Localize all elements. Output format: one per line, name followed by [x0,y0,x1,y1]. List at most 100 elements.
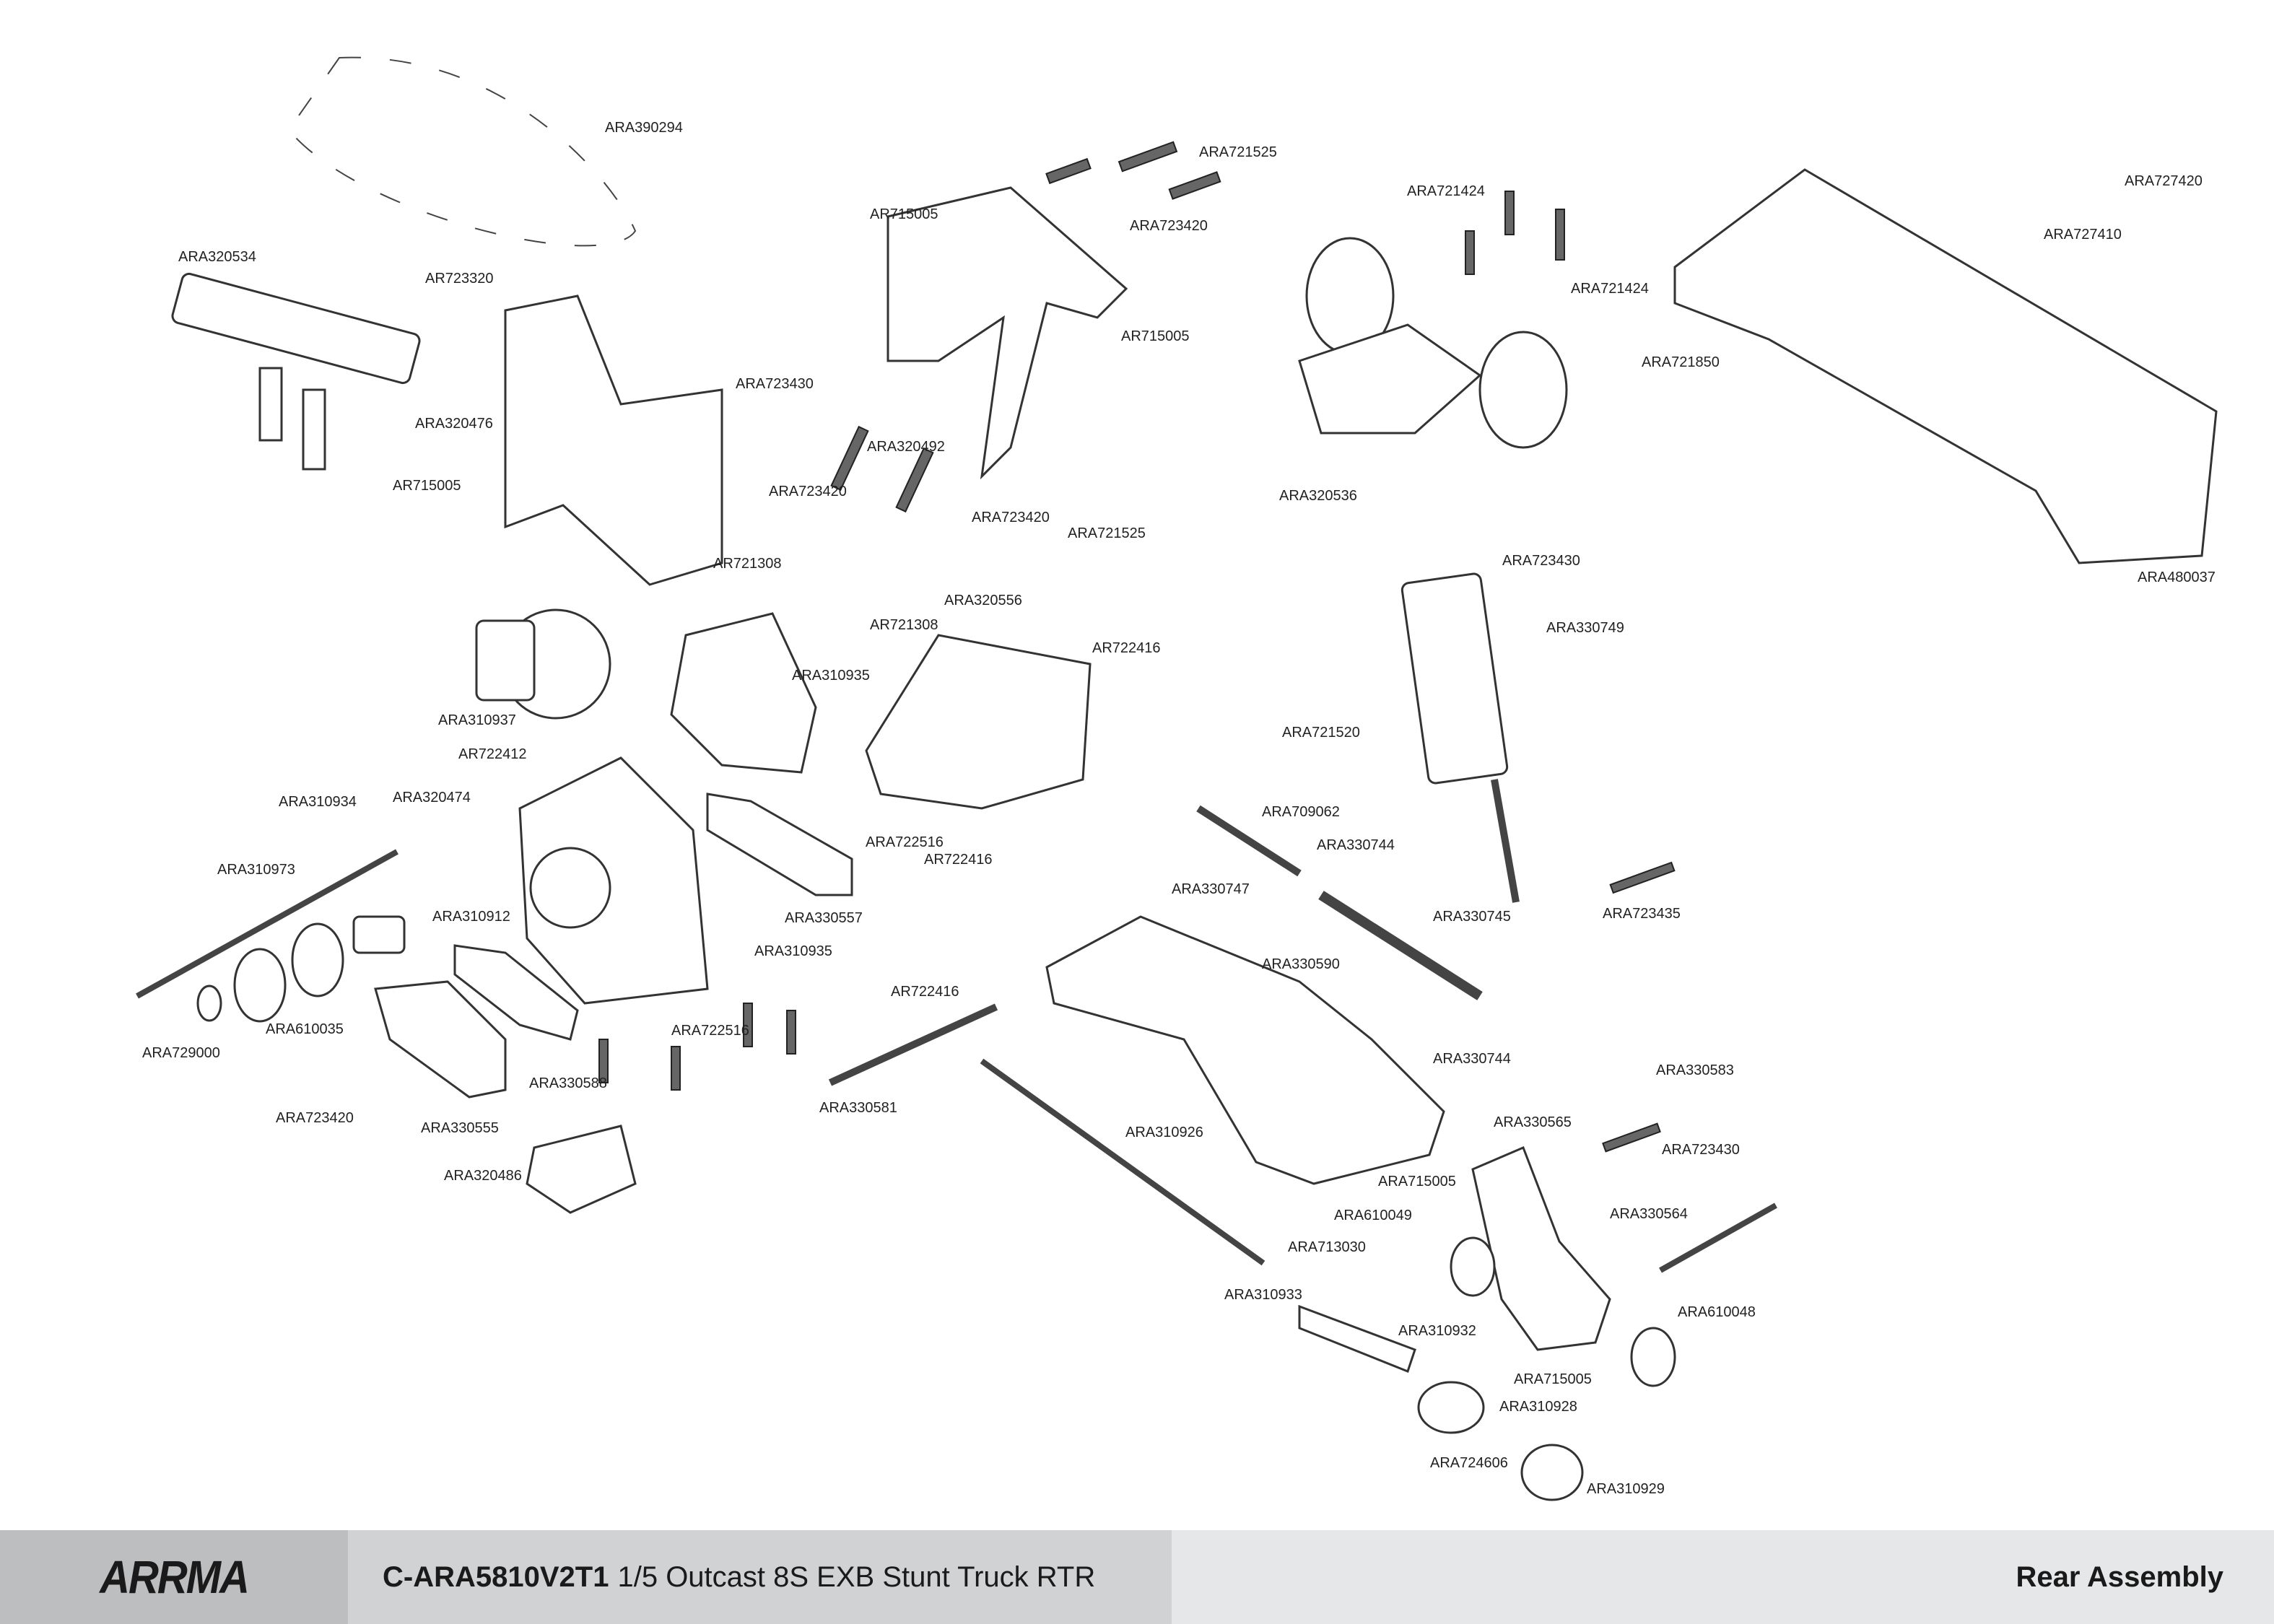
section-title: Rear Assembly [1172,1530,2274,1624]
part-label: AR721308 [870,617,938,633]
part-label: ARA723435 [1603,906,1681,922]
skid-plate [865,634,1092,810]
part-label: ARA320556 [944,593,1022,608]
part-label: ARA320474 [393,790,471,806]
brand-logo: ARRMA [100,1551,250,1603]
part-label: ARA320492 [867,439,945,455]
gearbox-cover [670,612,817,774]
hex-hub [1417,1381,1485,1434]
gasket [526,1125,637,1214]
part-label: ARA310933 [1224,1287,1302,1303]
rear-wing [1673,168,2218,564]
part-label: ARA729000 [142,1045,220,1061]
part-label: ARA715005 [1514,1371,1592,1387]
part-label: ARA721850 [1642,354,1720,370]
product-name: 1/5 Outcast 8S EXB Stunt Truck RTR [617,1560,1096,1593]
pin-rod [828,1003,998,1086]
screws [598,141,1676,1153]
part-label: ARA310935 [792,668,870,684]
hook-group-outline [287,56,637,247]
lower-suspension-arm [1045,915,1445,1185]
part-label: ARA330565 [1494,1114,1572,1130]
shock-body [1400,572,1509,785]
part-label: AR722412 [458,746,527,762]
part-label: ARA727410 [2044,227,2122,243]
part-label: ARA320534 [178,249,256,265]
part-label: ARA713030 [1288,1239,1366,1255]
brace-2 [706,793,853,896]
part-label: ARA709062 [1262,804,1340,820]
part-label: ARA723430 [1662,1142,1740,1158]
parts-drawing [136,56,2218,1501]
part-label: ARA721424 [1407,183,1485,199]
part-label: ARA310912 [432,909,510,925]
part-label: ARA310973 [217,862,295,878]
part-label: AR723320 [425,271,494,287]
part-label: ARA320476 [415,416,493,432]
rear-gearbox [518,756,709,1005]
part-label: ARA723430 [736,376,814,392]
right-driveshaft [980,1058,1265,1266]
part-label: ARA330745 [1433,909,1511,925]
footer-bar: ARRMA C-ARA5810V2T1 1/5 Outcast 8S EXB S… [0,1530,2274,1624]
product-title: C-ARA5810V2T1 1/5 Outcast 8S EXB Stunt T… [348,1530,1172,1624]
brace [453,944,579,1041]
left-driveshaft [136,849,398,999]
wheelie-posts [258,367,283,442]
part-label: AR722416 [924,852,993,868]
part-label: ARA722516 [671,1023,749,1039]
part-label: ARA722516 [866,834,944,850]
part-label: AR715005 [393,478,461,494]
part-label: ARA723420 [1130,218,1208,234]
part-label: ARA715005 [1378,1174,1456,1189]
hub-carrier-right [1471,1146,1611,1351]
part-label: ARA723420 [276,1110,354,1126]
part-label: ARA320486 [444,1168,522,1184]
part-label: ARA721525 [1068,525,1146,541]
part-label: AR715005 [1121,328,1190,344]
part-label: ARA723420 [769,484,847,499]
part-label: ARA390294 [605,120,683,136]
shock-tower [504,294,723,586]
part-label: ARA721424 [1571,281,1649,297]
part-label: ARA310935 [754,943,832,959]
part-label: ARA330555 [421,1120,499,1136]
part-label: ARA721525 [1199,144,1277,160]
part-label: ARA310932 [1398,1323,1476,1339]
part-label: ARA320536 [1279,488,1357,504]
part-label: ARA330588 [529,1075,607,1091]
part-label: ARA330744 [1433,1051,1511,1067]
part-label: ARA310928 [1499,1399,1577,1415]
wheel-nut [1520,1444,1584,1501]
part-label: ARA480037 [2138,569,2216,585]
part-label: ARA330564 [1610,1206,1688,1222]
part-label: ARA723420 [972,510,1050,525]
part-label: ARA724606 [1430,1455,1508,1471]
part-label: AR721308 [713,556,782,572]
part-label: ARA610048 [1678,1304,1756,1320]
part-label: AR722416 [891,984,959,1000]
part-label: ARA310934 [279,794,357,810]
bearing [233,948,287,1023]
hub-carrier-left [374,980,507,1099]
part-label: ARA330590 [1262,956,1340,972]
part-label: AR715005 [870,206,938,222]
wheelie-bar [171,272,421,385]
part-label: ARA330747 [1172,881,1250,897]
part-label: ARA330583 [1656,1062,1734,1078]
part-code: C-ARA5810V2T1 [383,1560,609,1593]
turnbuckle [1318,891,1483,1000]
part-label: ARA723430 [1502,553,1580,569]
upper-arm-mount [886,186,1128,480]
axle [1298,1304,1416,1373]
part-label: ARA310929 [1587,1481,1665,1497]
part-label: AR722416 [1092,640,1161,656]
part-label: ARA727420 [2125,173,2203,189]
brand-logo-panel: ARRMA [0,1530,348,1624]
part-label: ARA330744 [1317,837,1395,853]
part-label: ARA310937 [438,712,516,728]
part-label: ARA310926 [1125,1125,1203,1140]
part-label: ARA610049 [1334,1208,1412,1223]
part-label: ARA610035 [266,1021,344,1037]
